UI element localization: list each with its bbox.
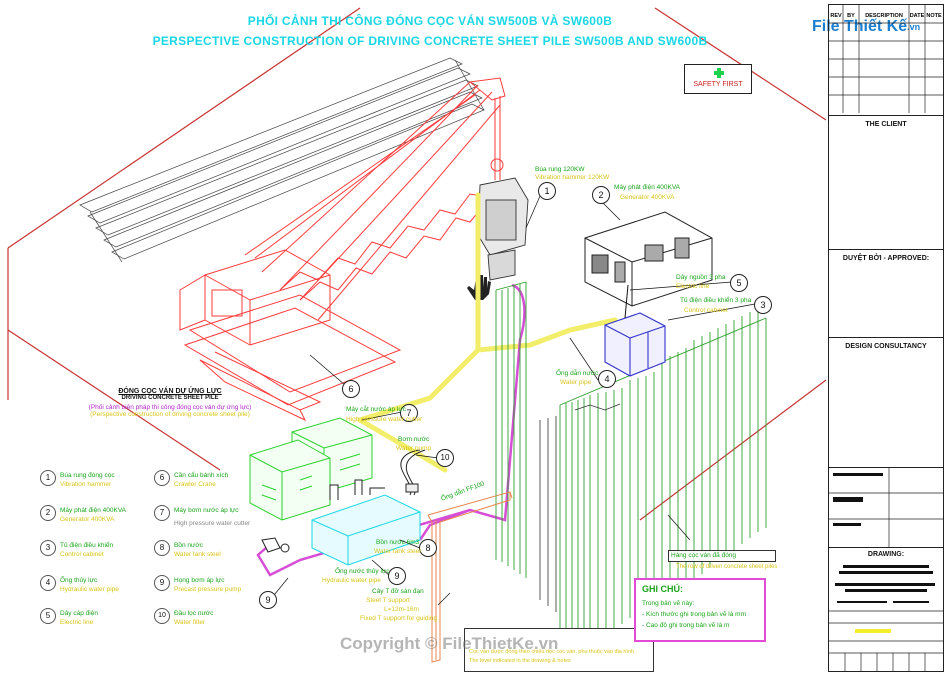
subtitle-desc-vi: (Phối cảnh biện pháp thi công đóng cọc v… xyxy=(88,404,252,411)
label-tbeam-length: L=12m-16m xyxy=(384,606,419,613)
site-logo: File Thiết Kế .vn xyxy=(812,14,921,40)
rev-header-rev: REV xyxy=(830,13,842,19)
safety-first-sign: SAFETY FIRST xyxy=(684,64,752,94)
note-line-1: Trong bản vẽ này: xyxy=(642,600,695,607)
sheet-pile-wall xyxy=(495,281,767,650)
client-heading: THE CLIENT xyxy=(865,121,907,128)
note-box: GHI CHÚ: Trong bản vẽ này: - Kích thước … xyxy=(634,578,766,642)
copyright-watermark: Copyright © FileThietKe.vn xyxy=(340,634,559,653)
pressure-pump-units xyxy=(249,417,373,521)
title-vietnamese: PHỐI CẢNH THI CÔNG ĐÓNG CỌC VÁN SW500B V… xyxy=(247,14,613,28)
water-tank xyxy=(311,494,421,566)
subtitle-vi: ĐÓNG CỌC VÁN DỰ ỨNG LỰC xyxy=(118,388,222,395)
logo-text: File Thiết Kế xyxy=(812,18,908,35)
rev-header-date: DATE xyxy=(909,13,925,19)
pile-note-vi: Cọc ván được đóng theo chiều dọc cọc ván… xyxy=(469,649,635,655)
label-pump-vi: Máy cắt nước áp lực xyxy=(346,406,406,413)
callout-7: 7 xyxy=(400,404,418,422)
safety-first-text: SAFETY FIRST xyxy=(693,81,743,88)
water-filter-hose xyxy=(400,449,426,496)
label-filter-vi: Bơm nước xyxy=(398,436,430,443)
pile-note-box: Cọc ván được đóng theo chiều dọc cọc ván… xyxy=(464,628,654,672)
yellow-water-pipe xyxy=(357,192,618,473)
power-cable-line xyxy=(624,284,629,319)
drawing-heading: DRAWING: xyxy=(867,551,905,558)
label-cable-vi: Dây nguồn 3 pha xyxy=(676,274,726,281)
logo-suffix: .vn xyxy=(907,22,921,32)
subtitle-desc-en: (Perspective construction of driving con… xyxy=(90,411,250,418)
label-pipe-en: Water pipe xyxy=(560,379,592,386)
front-sheet-piles xyxy=(539,403,621,612)
label-tbeam-en: Steel T support xyxy=(366,597,410,604)
label-tank-vi: Bồn nước 6m3 xyxy=(376,539,420,546)
stacked-sheet-piles xyxy=(79,57,485,263)
callout-5: 5 xyxy=(730,274,748,292)
label-filter-en: Water pump xyxy=(396,445,432,452)
label-hose-vi: Ống nước thủy lực xyxy=(335,568,390,575)
green-cross-icon xyxy=(714,68,724,78)
callout-9a: 9 xyxy=(388,567,406,585)
callout-9b: 9 xyxy=(259,591,277,609)
label-pile-en: The row of driven concrete sheet piles xyxy=(676,564,778,570)
callout-10: 10 xyxy=(436,449,454,467)
design-consultancy-heading: DESIGN CONSULTANCY xyxy=(845,343,927,350)
approved-heading: DUYỆT BỞI - APPROVED: xyxy=(842,255,930,262)
label-pile-vi: Hàng cọc ván đã đóng xyxy=(671,552,737,559)
callout-8: 8 xyxy=(419,539,437,557)
label-cabinet-en: Control cabinet xyxy=(684,307,728,314)
crawler-crane xyxy=(179,77,506,422)
revision-grid xyxy=(829,5,943,113)
label-tank-en: Water tank steel xyxy=(374,548,421,555)
title-block: REV BY DESCRIPTION DATE NOTE THE CLIENT … xyxy=(828,4,944,672)
legend: 1 Búa rung đóng cọc Vibration hammer 2 M… xyxy=(38,470,278,640)
subtitle-en: DRIVING CONCRETE SHEET PILE xyxy=(121,395,219,401)
pile-note-en: The level indicated in the drawing & not… xyxy=(469,658,571,664)
callout-4: 4 xyxy=(598,370,616,388)
revision-table: REV BY DESCRIPTION DATE NOTE xyxy=(829,5,943,113)
callout-6: 6 xyxy=(342,380,360,398)
vibration-hammer xyxy=(477,177,529,281)
label-pile-box: Hàng cọc ván đã đóng xyxy=(668,550,776,562)
callout-2: 2 xyxy=(592,186,610,204)
rev-header-description: DESCRIPTION xyxy=(865,13,903,19)
label-hose-en: Hydraulic water pipe xyxy=(322,577,381,584)
callout-1: 1 xyxy=(538,182,556,200)
drawing-info-block xyxy=(829,565,943,671)
label-hammer-vi: Búa rung 120KW xyxy=(535,166,585,173)
rev-header-by: BY xyxy=(847,13,855,19)
rev-header-note: NOTE xyxy=(926,13,942,19)
label-tbeam-en2: Fixed T support for guiding xyxy=(360,615,438,622)
label-generator-vi: Máy phát điện 400KVA xyxy=(614,184,681,191)
label-cable-en: Electric line xyxy=(676,283,710,290)
label-pipe-vi: Ống dẫn nước xyxy=(556,370,599,377)
note-line-2: - Kích thước ghi trong bản vẽ là mm xyxy=(642,611,746,618)
project-info-block xyxy=(829,467,943,547)
note-line-3: - Cao độ ghi trong bản vẽ là m xyxy=(642,622,730,629)
label-cabinet-vi: Tủ điện điều khiển 3 pha xyxy=(680,297,752,304)
pipe-fittings xyxy=(261,479,385,553)
label-hammer-en: Vibration hammer 120KW xyxy=(535,174,610,181)
label-pump-en: High pressure water cutter xyxy=(346,416,423,423)
generator-400kva xyxy=(584,211,713,307)
section-subtitle: ĐÓNG CỌC VÁN DỰ ỨNG LỰC DRIVING CONCRETE… xyxy=(60,388,280,418)
label-generator-en: Generator 400KVA xyxy=(620,194,675,201)
label-tbeam-vi: Cây T đỡ sàn đạn xyxy=(372,588,424,595)
title-english: PERSPECTIVE CONSTRUCTION OF DRIVING CONC… xyxy=(152,34,708,48)
callout-3: 3 xyxy=(754,296,772,314)
note-title: GHI CHÚ: xyxy=(642,584,683,594)
control-cabinet xyxy=(604,312,666,377)
